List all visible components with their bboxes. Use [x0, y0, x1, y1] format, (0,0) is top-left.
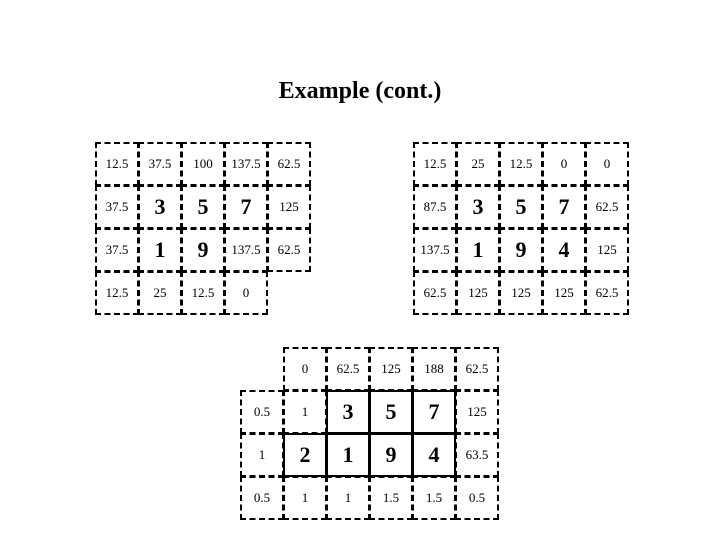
grid-left-cell [267, 271, 310, 314]
grid-right-cell: 62.5 [585, 185, 629, 229]
grid-left-cell: 12.5 [95, 271, 139, 315]
grid-right-cell: 4 [542, 228, 586, 272]
grid-left-cell: 1 [138, 228, 182, 272]
grid-bottom-cell: 1 [326, 476, 370, 520]
grid-left-cell: 125 [267, 185, 311, 229]
grid-bottom-cell: 0.5 [240, 476, 284, 520]
grid-left-cell: 37.5 [95, 185, 139, 229]
grid-bottom-cell [240, 347, 283, 390]
grid-left-cell: 37.5 [95, 228, 139, 272]
grid-bottom-cell: 188 [412, 347, 456, 391]
grid-bottom-cell: 62.5 [326, 347, 370, 391]
grid-right-cell: 12.5 [499, 142, 543, 186]
grid-left-cell: 9 [181, 228, 225, 272]
grid-right-cell: 125 [499, 271, 543, 315]
grid-left-cell: 7 [224, 185, 268, 229]
grid-right-cell: 0 [542, 142, 586, 186]
grid-left-cell: 62.5 [267, 142, 311, 186]
grid-bottom-cell: 62.5 [455, 347, 499, 391]
grid-bottom-cell: 125 [369, 347, 413, 391]
grid-bottom-cell: 1 [283, 476, 327, 520]
grid-bottom-cell: 4 [412, 433, 456, 477]
grid-right-cell: 125 [542, 271, 586, 315]
grid-right-cell: 9 [499, 228, 543, 272]
grid-bottom-cell: 0.5 [455, 476, 499, 520]
grid-bottom-cell: 5 [369, 390, 413, 434]
grid-bottom-cell: 1 [283, 390, 327, 434]
grid-left-cell: 12.5 [181, 271, 225, 315]
grid-left-cell: 137.5 [224, 228, 268, 272]
grid-bottom-cell: 0 [283, 347, 327, 391]
grid-left-cell: 0 [224, 271, 268, 315]
grid-right-cell: 125 [456, 271, 500, 315]
grid-right-cell: 137.5 [413, 228, 457, 272]
grid-bottom-cell: 9 [369, 433, 413, 477]
grid-left-cell: 25 [138, 271, 182, 315]
grid-bottom-cell: 7 [412, 390, 456, 434]
grid-right-cell: 125 [585, 228, 629, 272]
grid-left-cell: 37.5 [138, 142, 182, 186]
grid-right-cell: 62.5 [413, 271, 457, 315]
grid-bottom-cell: 0.5 [240, 390, 284, 434]
grid-right-cell: 1 [456, 228, 500, 272]
slide-title: Example (cont.) [278, 78, 442, 104]
grid-right-cell: 12.5 [413, 142, 457, 186]
grid-right-cell: 7 [542, 185, 586, 229]
grid-left-cell: 12.5 [95, 142, 139, 186]
grid-bottom-cell: 2 [283, 433, 327, 477]
grid-right-cell: 5 [499, 185, 543, 229]
grid-bottom-cell: 1.5 [369, 476, 413, 520]
grid-bottom-cell: 125 [455, 390, 499, 434]
grid-right-cell: 0 [585, 142, 629, 186]
grid-bottom-cell: 63.5 [455, 433, 499, 477]
grid-right-cell: 87.5 [413, 185, 457, 229]
grid-bottom-cell: 1 [240, 433, 284, 477]
grid-left-cell: 100 [181, 142, 225, 186]
grid-left-cell: 5 [181, 185, 225, 229]
grid-bottom-cell: 1.5 [412, 476, 456, 520]
grid-bottom-cell: 1 [326, 433, 370, 477]
grid-left-cell: 3 [138, 185, 182, 229]
grid-right-cell: 25 [456, 142, 500, 186]
grid-right-cell: 3 [456, 185, 500, 229]
grid-left-cell: 137.5 [224, 142, 268, 186]
grid-right-cell: 62.5 [585, 271, 629, 315]
grid-left-cell: 62.5 [267, 228, 311, 272]
grid-bottom-cell: 3 [326, 390, 370, 434]
